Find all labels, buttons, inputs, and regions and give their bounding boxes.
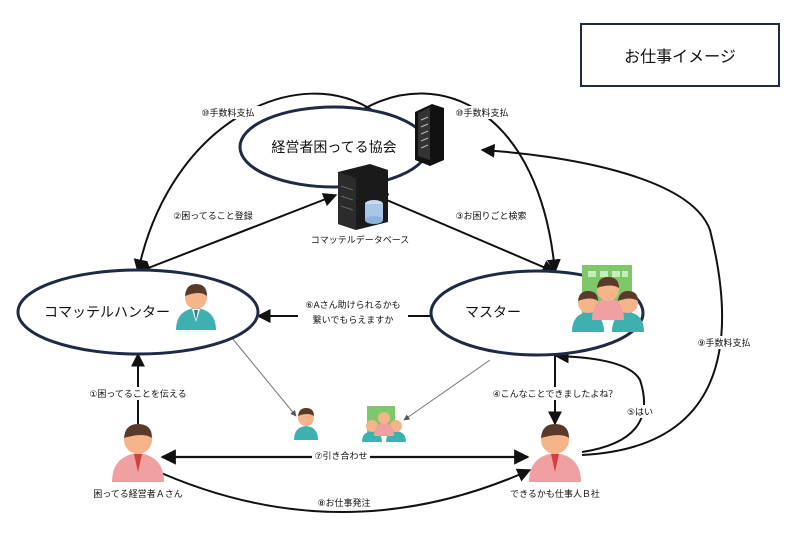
hunter-label: コマッテルハンター bbox=[44, 305, 170, 321]
database-label: コマッテルデータベース bbox=[311, 234, 410, 246]
label-introduce: ⑦引き合わせ bbox=[314, 450, 367, 462]
label-tell: ①困ってることを伝える bbox=[89, 389, 186, 400]
database-server-icon bbox=[338, 164, 388, 230]
association-label: 経営者困ってる協会 bbox=[271, 140, 396, 156]
title-box: お仕事イメージ bbox=[580, 23, 780, 87]
label-search: ③お困りごと検索 bbox=[455, 210, 526, 222]
label-connect-line2: 繋いでもらえますか bbox=[313, 314, 394, 326]
label-register: ②困ってること登録 bbox=[173, 210, 253, 222]
client-person-icon bbox=[112, 424, 164, 482]
edge-search bbox=[373, 193, 557, 274]
edge-hunter-small bbox=[231, 337, 297, 417]
edge-order bbox=[149, 467, 532, 513]
label-connect-line1: ⑥Aさん助けられるかも bbox=[305, 299, 400, 311]
company-person-icon bbox=[529, 424, 581, 482]
company-label: できるかも仕事人Ｂ社 bbox=[510, 488, 600, 500]
edge-yes bbox=[554, 349, 645, 453]
small-hunter-icon bbox=[294, 408, 318, 440]
master-label: マスター bbox=[465, 305, 521, 321]
edge-register bbox=[136, 193, 338, 274]
label-fee-right: ⑩手数料支払 bbox=[455, 107, 508, 119]
edge-fee-9 bbox=[480, 143, 724, 456]
label-ask: ④こんなことできましたよね？ bbox=[493, 389, 618, 400]
label-fee-9: ⑨手数料支払 bbox=[697, 337, 750, 349]
master-team-icon bbox=[572, 265, 644, 332]
edge-master-small bbox=[403, 359, 491, 421]
label-fee-left: ⑩手数料支払 bbox=[201, 107, 254, 119]
hunter-person-icon bbox=[176, 284, 216, 330]
client-label: 困ってる経営者Ａさん bbox=[93, 488, 183, 500]
small-master-icon bbox=[362, 406, 406, 442]
label-order: ⑧お仕事発注 bbox=[317, 497, 370, 509]
label-yes: ⑤はい bbox=[627, 407, 653, 418]
page-title: お仕事イメージ bbox=[624, 47, 736, 66]
server-tower-icon bbox=[415, 104, 444, 166]
